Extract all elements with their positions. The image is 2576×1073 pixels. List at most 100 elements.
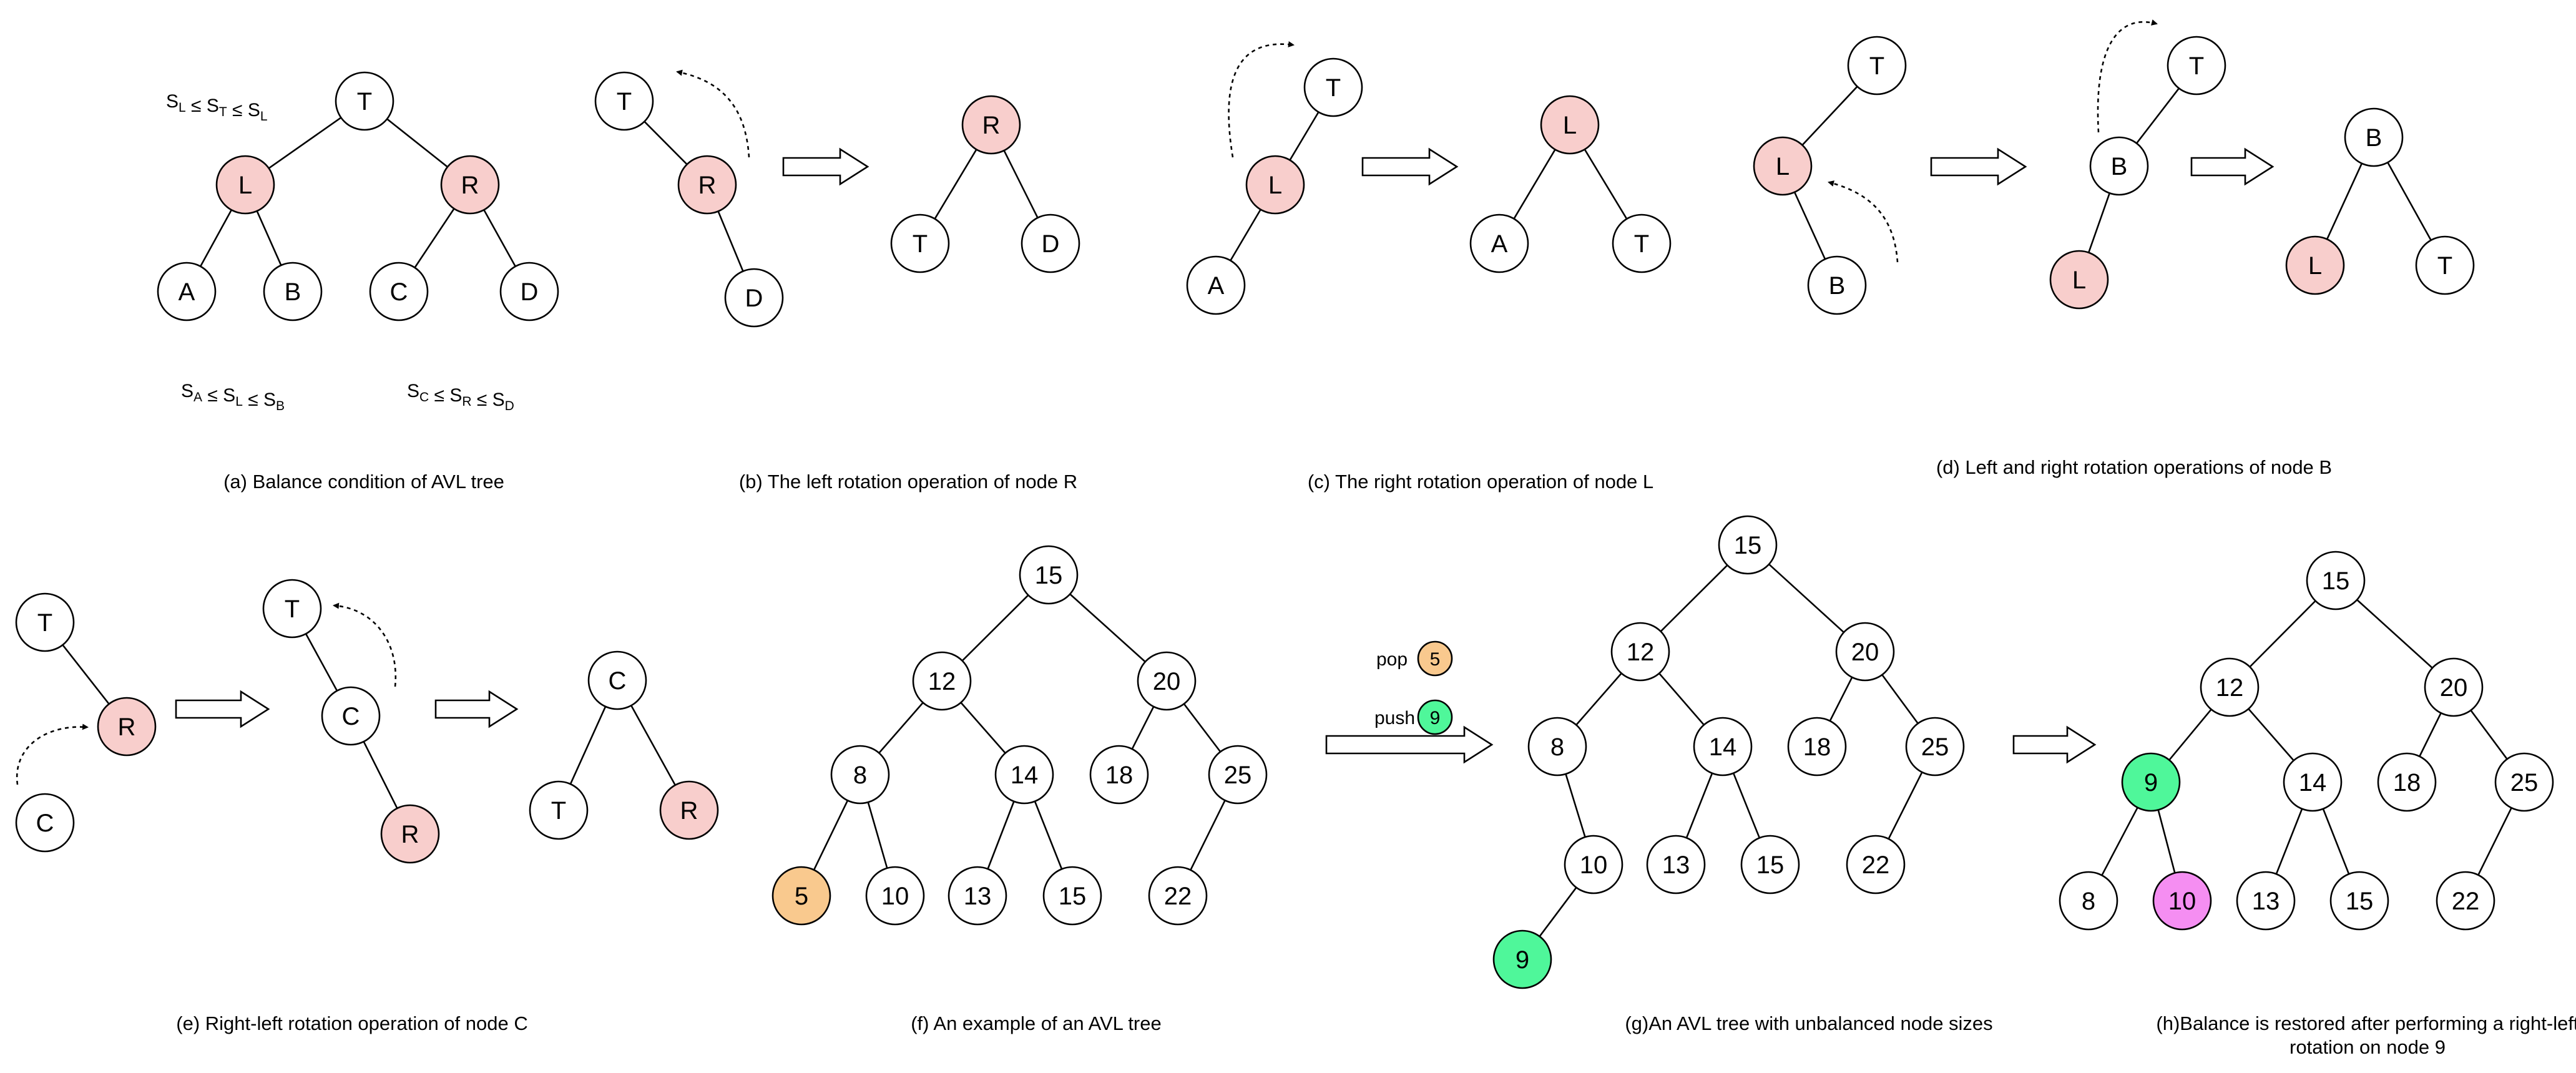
- rotation-arrow-e-outer: [333, 602, 397, 687]
- edge-d1_T-d1_L: [1801, 86, 1858, 146]
- edge-a_R-a_D: [483, 209, 516, 267]
- caption-g: (g)An AVL tree with unbalanced node size…: [1625, 1012, 1992, 1034]
- node-circle: [1021, 213, 1080, 273]
- edge-g_8-g_10: [1565, 773, 1586, 838]
- node-label: L: [1563, 112, 1577, 139]
- node-circle: [1208, 745, 1268, 805]
- node-circle: [594, 71, 654, 131]
- node-circle: [380, 804, 440, 864]
- node-h_15: 15: [2306, 551, 2366, 610]
- node-circle: [1148, 866, 1208, 926]
- node-b1_D: D: [724, 268, 784, 328]
- node-d1_B: B: [1807, 255, 1867, 315]
- node-circle: [1787, 717, 1847, 777]
- edge-d3_B-d3_T: [2387, 162, 2432, 241]
- edge-f_20-f_25: [1183, 703, 1222, 753]
- node-c2_L: L: [1540, 95, 1600, 155]
- edge-d2_B-d2_L: [2088, 192, 2110, 253]
- node-c2_T: T: [1612, 213, 1672, 273]
- node-circle: [263, 262, 323, 321]
- node-label: 15: [1035, 562, 1063, 589]
- edge-e2_T-e2_C: [305, 633, 338, 692]
- node-circle: [1540, 95, 1600, 155]
- node-circle: [1740, 835, 1800, 894]
- caption-b: (b) The left rotation operation of node …: [739, 471, 1077, 492]
- edge-a_L-a_A: [200, 209, 232, 267]
- edge-b1_R-b1_D: [717, 210, 744, 272]
- node-e3_C: C: [587, 650, 647, 710]
- node-circle: [1905, 717, 1965, 777]
- node-label: L: [238, 172, 252, 199]
- node-label: 18: [1105, 762, 1134, 789]
- edge-g_12-g_14: [1658, 672, 1705, 726]
- node-circle: [1693, 717, 1753, 777]
- node-label: A: [179, 278, 195, 306]
- node-label: R: [401, 821, 419, 848]
- node-g_13: 13: [1646, 835, 1706, 894]
- node-d1_L: L: [1753, 136, 1813, 196]
- node-d2_T: T: [2167, 36, 2226, 96]
- node-c1_L: L: [1245, 155, 1305, 215]
- node-b2_D: D: [1021, 213, 1080, 273]
- node-b1_T: T: [594, 71, 654, 131]
- node-label: 13: [1662, 851, 1690, 879]
- edge-a_R-a_C: [414, 208, 455, 268]
- node-label: B: [2111, 153, 2128, 180]
- edge-h_9-h_10: [2157, 810, 2176, 873]
- node-f_25: 25: [1208, 745, 1268, 805]
- node-g_14: 14: [1693, 717, 1753, 777]
- rotation-curves: [16, 19, 2158, 785]
- edge-b2_R-b2_T: [934, 149, 977, 220]
- node-f_12: 12: [912, 651, 972, 711]
- edge-a_T-a_L: [268, 117, 342, 169]
- node-circle: [1564, 835, 1623, 894]
- node-circle: [1847, 36, 1907, 96]
- node-circle: [335, 71, 394, 131]
- edge-f_20-f_18: [1131, 706, 1155, 750]
- node-a_A: A: [157, 262, 217, 321]
- node-g_10: 10: [1564, 835, 1623, 894]
- node-h_14: 14: [2283, 752, 2343, 812]
- edge-e1_T-e1_R: [62, 644, 110, 705]
- transition-arrow-5: [175, 690, 270, 728]
- node-circle: [369, 262, 429, 321]
- pop-value: 5: [1430, 649, 1441, 670]
- pop-label: pop: [1376, 649, 1408, 670]
- edge-e3_C-e3_R: [630, 705, 676, 786]
- edge-f_8-f_10: [867, 801, 888, 869]
- edge-f_15-f_20: [1069, 593, 1146, 663]
- edge-h_12-h_9: [2168, 708, 2212, 761]
- node-circle: [321, 686, 381, 746]
- edge-f_12-f_8: [878, 702, 924, 754]
- node-circle: [724, 268, 784, 328]
- node-circle: [865, 866, 925, 926]
- node-b2_T: T: [890, 213, 950, 273]
- node-f_8: 8: [830, 745, 890, 805]
- node-g_22: 22: [1846, 835, 1906, 894]
- node-circle: [440, 155, 500, 215]
- node-label: C: [390, 278, 408, 306]
- edge-f_8-f_5: [813, 800, 849, 871]
- caption-d: (d) Left and right rotation operations o…: [1936, 456, 2332, 478]
- node-label: 20: [1851, 639, 1879, 666]
- node-label: T: [2189, 52, 2204, 80]
- node-label: T: [551, 797, 566, 825]
- node-circle: [1492, 929, 1552, 989]
- node-circle: [1846, 835, 1906, 894]
- node-circle: [2306, 551, 2366, 610]
- node-a_R: R: [440, 155, 500, 215]
- caption-e: (e) Right-left rotation operation of nod…: [176, 1012, 527, 1034]
- node-label: 15: [2346, 888, 2374, 915]
- node-circle: [1527, 717, 1587, 777]
- edge-f_12-f_14: [960, 702, 1006, 754]
- node-circle: [2089, 136, 2149, 196]
- node-circle: [830, 745, 890, 805]
- node-circle: [215, 155, 275, 215]
- edge-g_20-g_25: [1881, 674, 1919, 724]
- node-circle: [2329, 871, 2389, 931]
- balance-conditions: SL ≤ ST ≤ SL SA ≤ SL ≤ SB SC ≤ SR ≤ SD: [166, 91, 514, 413]
- node-e1_R: R: [97, 697, 157, 757]
- node-d2_L: L: [2049, 250, 2109, 310]
- node-g_18: 18: [1787, 717, 1847, 777]
